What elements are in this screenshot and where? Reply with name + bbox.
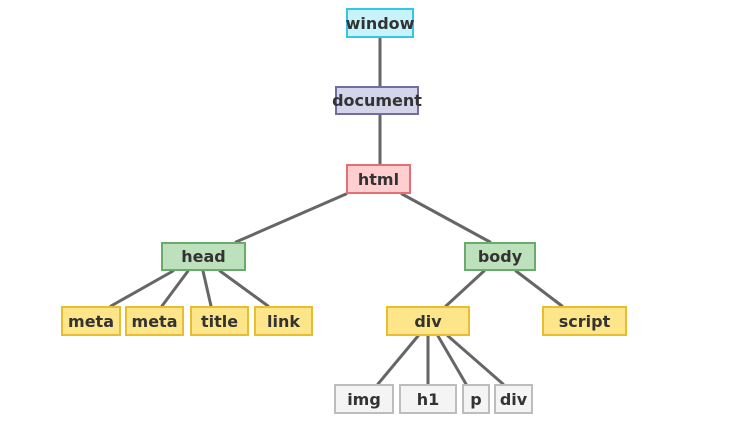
node-title: title — [190, 306, 249, 336]
node-img: img — [334, 384, 394, 414]
node-h1: h1 — [399, 384, 457, 414]
edge-html-head — [234, 192, 348, 244]
edge-head-meta-2 — [160, 269, 190, 308]
node-meta-1: meta — [61, 306, 121, 336]
node-html: html — [346, 164, 411, 194]
node-head: head — [161, 242, 246, 271]
node-div-inner: div — [494, 384, 533, 414]
edge-html-body — [400, 192, 492, 244]
node-body: body — [464, 242, 536, 271]
edge-div-img — [376, 334, 420, 386]
edge-head-link — [218, 269, 270, 308]
node-div-body: div — [386, 306, 470, 336]
edge-div-div — [446, 334, 505, 386]
edge-body-div — [444, 269, 486, 308]
node-document: document — [332, 86, 422, 115]
node-script: script — [542, 306, 627, 336]
edge-div-p — [436, 334, 468, 386]
node-meta-2: meta — [125, 306, 184, 336]
edge-head-meta-1 — [109, 269, 175, 308]
edge-head-title — [201, 269, 213, 308]
node-window: window — [346, 8, 414, 38]
node-p: p — [462, 384, 490, 414]
edge-body-script — [514, 269, 564, 308]
node-link: link — [254, 306, 313, 336]
